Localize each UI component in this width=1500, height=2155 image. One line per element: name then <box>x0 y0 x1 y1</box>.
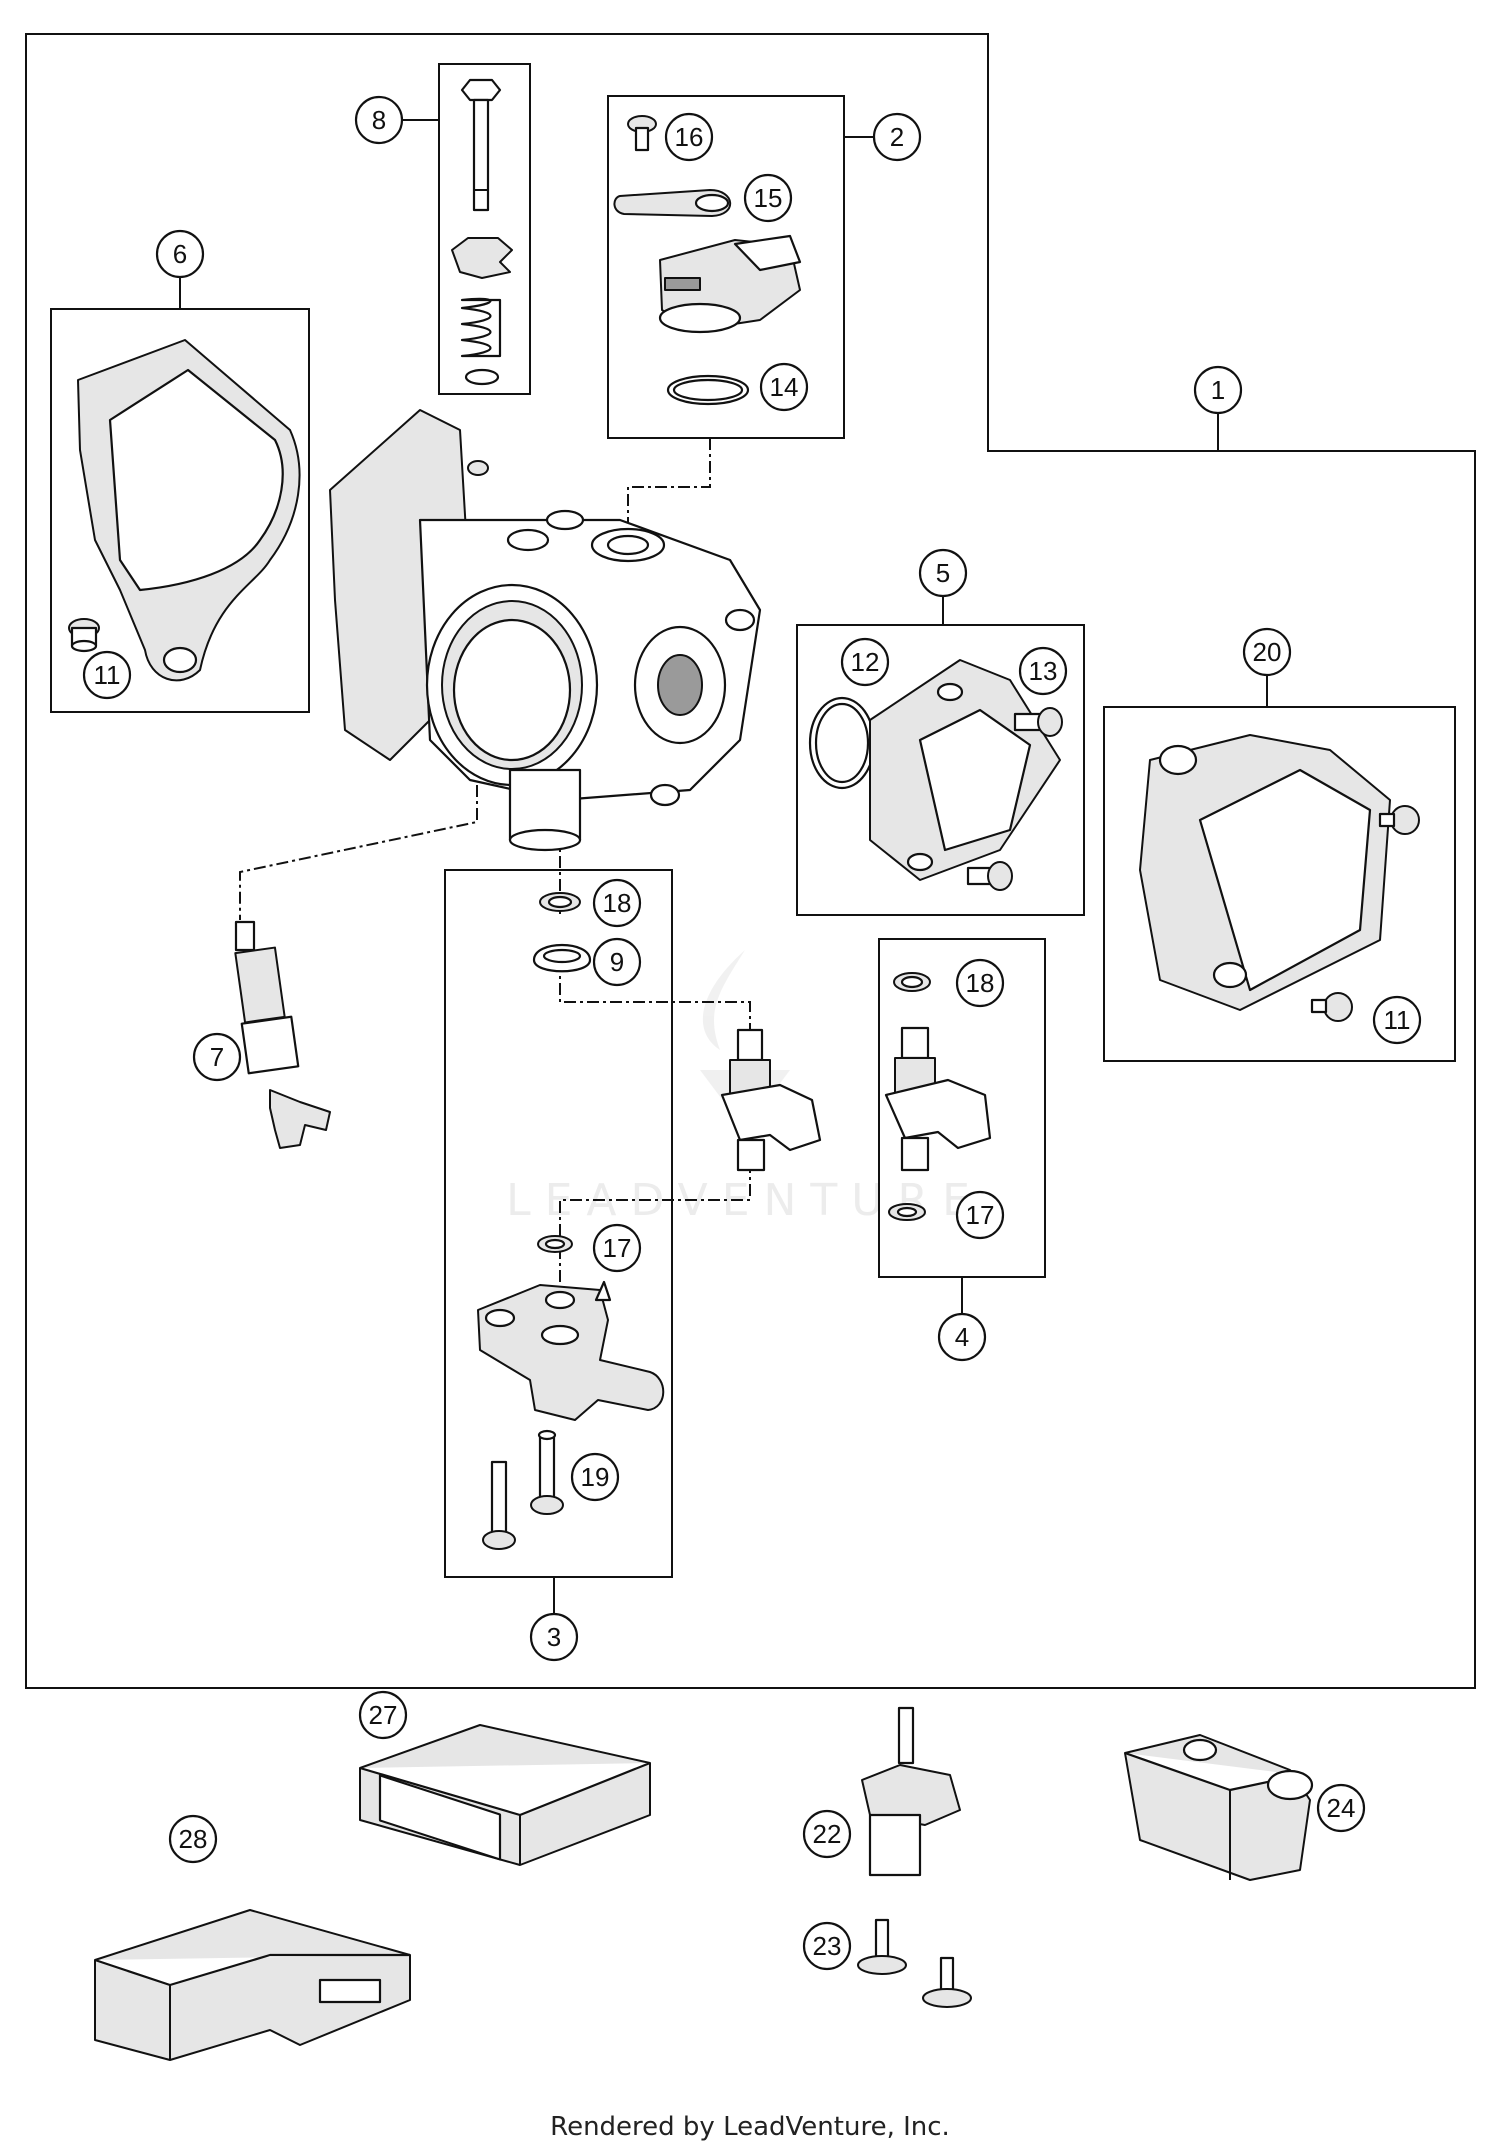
svg-text:20: 20 <box>1253 637 1282 667</box>
svg-text:24: 24 <box>1327 1793 1356 1823</box>
callout-6: 6 <box>155 229 205 279</box>
svg-text:28: 28 <box>179 1824 208 1854</box>
callout-20: 20 <box>1242 627 1292 677</box>
part-5-sensor <box>869 659 1061 881</box>
svg-text:8: 8 <box>372 105 386 135</box>
callout-27: 27 <box>358 1690 408 1740</box>
svg-text:4: 4 <box>955 1322 969 1352</box>
callout-1: 1 <box>1193 365 1243 415</box>
part-4-injector <box>884 1026 992 1172</box>
callout-8: 8 <box>354 95 404 145</box>
part-11-screws <box>1310 805 1420 1022</box>
svg-text:7: 7 <box>210 1042 224 1072</box>
callout-12: 12 <box>840 637 890 687</box>
part-20-sensor-cover <box>1139 734 1391 1011</box>
callout-2: 2 <box>872 112 922 162</box>
svg-text:14: 14 <box>770 372 799 402</box>
svg-text:6: 6 <box>173 239 187 269</box>
svg-text:27: 27 <box>369 1700 398 1730</box>
part-17-seal-box4 <box>888 1203 926 1221</box>
svg-text:9: 9 <box>610 947 624 977</box>
callout-11-box20: 11 <box>1372 995 1422 1045</box>
svg-text:17: 17 <box>603 1233 632 1263</box>
svg-text:19: 19 <box>581 1462 610 1492</box>
svg-text:11: 11 <box>94 660 121 690</box>
callout-3: 3 <box>529 1612 579 1662</box>
part-19-screws <box>482 1429 564 1550</box>
part-22-sensor <box>861 1706 961 1877</box>
footer-credit: Rendered by LeadVenture, Inc. <box>550 2112 950 2142</box>
part-13-screws <box>966 707 1063 891</box>
callout-9: 9 <box>592 937 642 987</box>
svg-text:18: 18 <box>603 888 632 918</box>
part-6-cover <box>77 339 301 682</box>
svg-text:15: 15 <box>754 183 783 213</box>
part-9-clip <box>532 943 592 973</box>
part-12-o-ring <box>808 696 876 790</box>
svg-text:22: 22 <box>813 1819 842 1849</box>
callout-24: 24 <box>1316 1783 1366 1833</box>
svg-text:3: 3 <box>547 1622 561 1652</box>
svg-text:18: 18 <box>966 968 995 998</box>
box-8 <box>438 63 531 395</box>
callout-23: 23 <box>802 1921 852 1971</box>
box-20 <box>1103 706 1456 1062</box>
part-14-o-ring <box>666 374 750 406</box>
svg-text:1: 1 <box>1211 375 1225 405</box>
callout-17-box3: 17 <box>592 1223 642 1273</box>
assembly-outline <box>25 33 1476 1689</box>
part-23-screws <box>857 1918 972 2008</box>
part-27-control-unit <box>359 1724 651 1866</box>
part-16-screw <box>627 115 657 152</box>
box-5 <box>796 624 1085 916</box>
leader-lines <box>179 119 1268 1614</box>
part-8-screw-assembly <box>451 78 513 386</box>
fuel-rail-part <box>477 1280 665 1421</box>
svg-text:12: 12 <box>851 647 880 677</box>
svg-text:16: 16 <box>675 122 704 152</box>
callout-11-box6: 11 <box>82 650 132 700</box>
callout-18-box3: 18 <box>592 878 642 928</box>
callout-7: 7 <box>192 1032 242 1082</box>
callout-19: 19 <box>570 1452 620 1502</box>
callout-4: 4 <box>937 1312 987 1362</box>
callout-28: 28 <box>168 1814 218 1864</box>
injector-free-part <box>720 1028 822 1172</box>
callout-5: 5 <box>918 548 968 598</box>
part-17-seal-box3 <box>537 1235 573 1253</box>
svg-text:11: 11 <box>1384 1005 1411 1035</box>
svg-text:17: 17 <box>966 1200 995 1230</box>
part-28-control-unit <box>94 1909 411 2061</box>
part-15-lever <box>613 189 732 217</box>
callout-16: 16 <box>664 112 714 162</box>
callout-13: 13 <box>1018 646 1068 696</box>
part-24-connector <box>1124 1734 1314 1881</box>
svg-text:13: 13 <box>1029 656 1058 686</box>
callout-18-box4: 18 <box>955 958 1005 1008</box>
svg-text:5: 5 <box>936 558 950 588</box>
part-18-seal-box3 <box>539 892 581 912</box>
box-2 <box>607 95 845 439</box>
box-3 <box>444 869 673 1578</box>
part-18-seal-box4 <box>893 972 931 992</box>
callout-17-box4: 17 <box>955 1190 1005 1240</box>
svg-text:23: 23 <box>813 1931 842 1961</box>
callout-15: 15 <box>743 173 793 223</box>
throttle-position-sensor-part <box>658 234 802 334</box>
callout-14: 14 <box>759 362 809 412</box>
callout-22: 22 <box>802 1809 852 1859</box>
svg-text:2: 2 <box>890 122 904 152</box>
throttle-body-part <box>329 409 762 852</box>
part-7-sensor <box>234 920 331 1149</box>
part-11-cap <box>68 618 100 653</box>
